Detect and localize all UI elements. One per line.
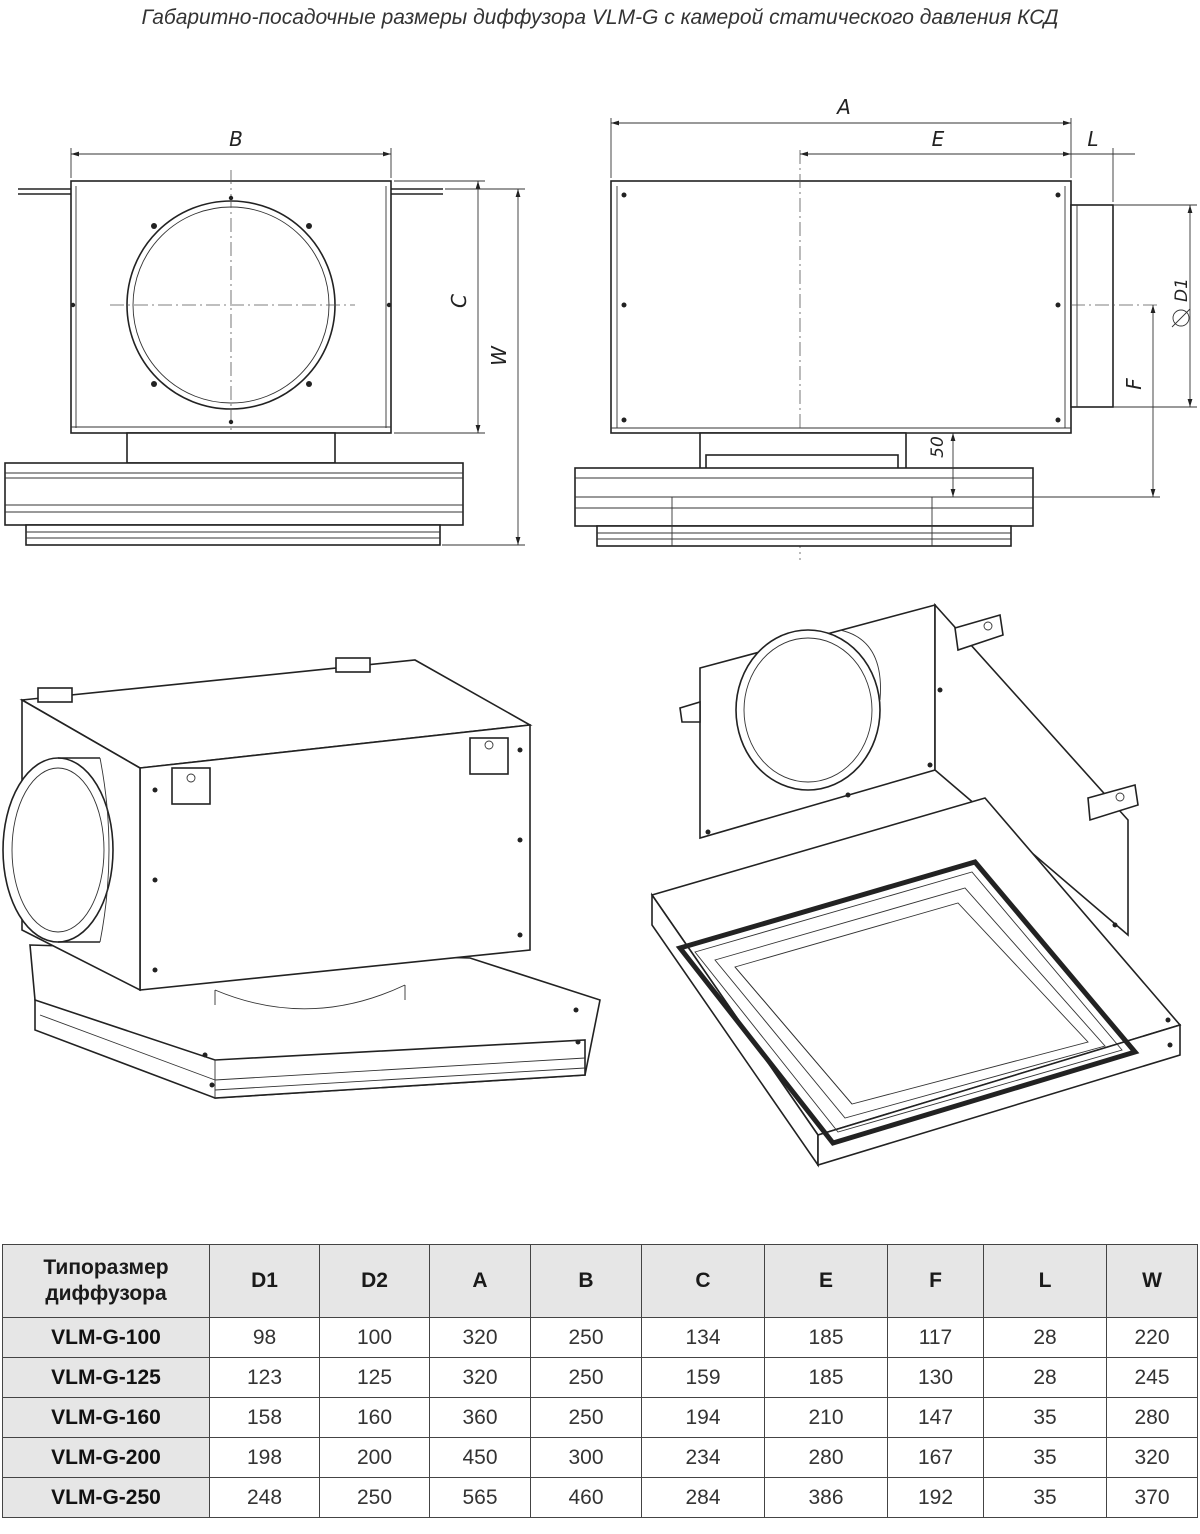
dimension-label-b: B [229, 127, 243, 151]
dimension-label-c: C [447, 294, 471, 308]
cell-a: 565 [429, 1477, 531, 1518]
cell-model: VLM-G-200 [2, 1437, 210, 1478]
cell-c: 194 [641, 1397, 765, 1438]
cell-d2: 160 [319, 1397, 430, 1438]
cell-l: 35 [983, 1437, 1107, 1478]
cell-b: 250 [530, 1397, 642, 1438]
cell-d1: 248 [209, 1477, 320, 1518]
cell-f: 192 [887, 1477, 984, 1518]
cell-b: 250 [530, 1317, 642, 1358]
dimension-label-50: 50 [928, 436, 948, 458]
header-c: C [641, 1244, 765, 1318]
header-w: W [1106, 1244, 1198, 1318]
side-view: A E L D1 F 50 [574, 95, 1197, 560]
table-header-row: Типоразмер диффузора D1 D2 A B C E F L W [2, 1244, 1198, 1318]
cell-d1: 198 [209, 1437, 320, 1478]
cell-d2: 200 [319, 1437, 430, 1478]
cell-f: 130 [887, 1357, 984, 1398]
cell-c: 234 [641, 1437, 765, 1478]
cell-f: 167 [887, 1437, 984, 1478]
cell-d1: 158 [209, 1397, 320, 1438]
cell-d1: 123 [209, 1357, 320, 1398]
isometric-view-right [650, 602, 1182, 1168]
dimension-label-l: L [1087, 127, 1098, 151]
cell-b: 250 [530, 1357, 642, 1398]
cell-l: 28 [983, 1357, 1107, 1398]
table-row: VLM-G-250 248 250 565 460 284 386 192 35… [2, 1477, 1198, 1518]
header-l: L [983, 1244, 1107, 1318]
cell-a: 360 [429, 1397, 531, 1438]
table-row: VLM-G-100 98 100 320 250 134 185 117 28 … [2, 1317, 1198, 1358]
dimensions-table: Типоразмер диффузора D1 D2 A B C E F L W… [2, 1244, 1198, 1518]
header-d2: D2 [319, 1244, 430, 1318]
cell-f: 147 [887, 1397, 984, 1438]
cell-model: VLM-G-125 [2, 1357, 210, 1398]
cell-d1: 98 [209, 1317, 320, 1358]
cell-d2: 100 [319, 1317, 430, 1358]
cell-w: 370 [1106, 1477, 1198, 1518]
technical-drawing: B C W [2, 95, 1197, 1168]
cell-f: 117 [887, 1317, 984, 1358]
table-row: VLM-G-160 158 160 360 250 194 210 147 35… [2, 1397, 1198, 1438]
cell-c: 159 [641, 1357, 765, 1398]
dimension-label-w: W [487, 345, 511, 366]
cell-w: 320 [1106, 1437, 1198, 1478]
cell-w: 245 [1106, 1357, 1198, 1398]
cell-l: 35 [983, 1477, 1107, 1518]
dimension-label-e: E [932, 127, 945, 151]
cell-e: 280 [764, 1437, 888, 1478]
dimension-label-a: A [835, 95, 851, 119]
cell-w: 220 [1106, 1317, 1198, 1358]
header-model: Типоразмер диффузора [2, 1244, 210, 1318]
cell-model: VLM-G-160 [2, 1397, 210, 1438]
table-row: VLM-G-200 198 200 450 300 234 280 167 35… [2, 1437, 1198, 1478]
cell-e: 185 [764, 1357, 888, 1398]
cell-e: 386 [764, 1477, 888, 1518]
dimension-label-d1: D1 [1172, 278, 1192, 302]
cell-a: 320 [429, 1357, 531, 1398]
header-e: E [764, 1244, 888, 1318]
cell-b: 300 [530, 1437, 642, 1478]
cell-c: 284 [641, 1477, 765, 1518]
table-row: VLM-G-125 123 125 320 250 159 185 130 28… [2, 1357, 1198, 1398]
cell-model: VLM-G-100 [2, 1317, 210, 1358]
cell-a: 320 [429, 1317, 531, 1358]
cell-e: 210 [764, 1397, 888, 1438]
cell-model: VLM-G-250 [2, 1477, 210, 1518]
page-title: Габаритно-посадочные размеры диффузора V… [141, 6, 1059, 29]
header-f: F [887, 1244, 984, 1318]
cell-d2: 125 [319, 1357, 430, 1398]
cell-d2: 250 [319, 1477, 430, 1518]
cell-b: 460 [530, 1477, 642, 1518]
cell-l: 35 [983, 1397, 1107, 1438]
header-d1: D1 [209, 1244, 320, 1318]
isometric-view-left [2, 657, 601, 1099]
cell-c: 134 [641, 1317, 765, 1358]
header-b: B [530, 1244, 642, 1318]
dimension-label-f: F [1122, 378, 1146, 390]
cell-a: 450 [429, 1437, 531, 1478]
cell-e: 185 [764, 1317, 888, 1358]
header-a: A [429, 1244, 531, 1318]
cell-l: 28 [983, 1317, 1107, 1358]
front-view: B C W [4, 127, 525, 546]
cell-w: 280 [1106, 1397, 1198, 1438]
